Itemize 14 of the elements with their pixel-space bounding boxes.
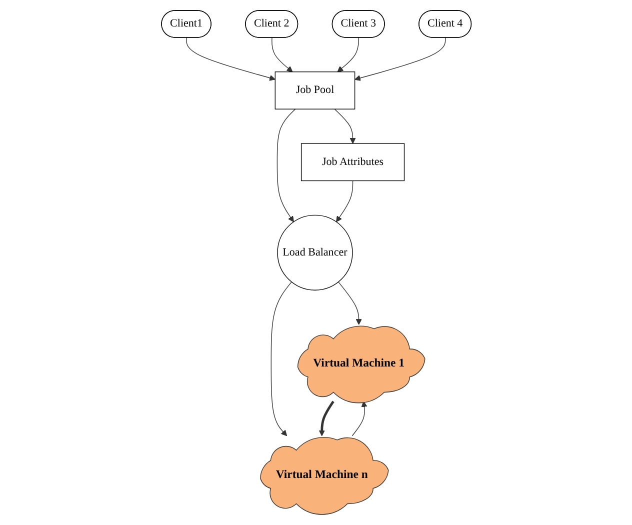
arrow — [336, 37, 359, 72]
arrow — [270, 282, 292, 436]
arrow — [338, 282, 362, 325]
node-box: Job Pool — [274, 72, 355, 110]
arrow — [271, 37, 292, 72]
arrow — [276, 108, 296, 222]
arrow — [336, 180, 353, 222]
node-circle: Load Balancer — [276, 214, 352, 290]
node-box: Job Attributes — [300, 143, 404, 182]
arrow — [334, 108, 356, 144]
arrow — [354, 37, 446, 81]
arrow — [351, 401, 367, 436]
arrow — [318, 400, 334, 436]
arrow — [186, 37, 276, 81]
